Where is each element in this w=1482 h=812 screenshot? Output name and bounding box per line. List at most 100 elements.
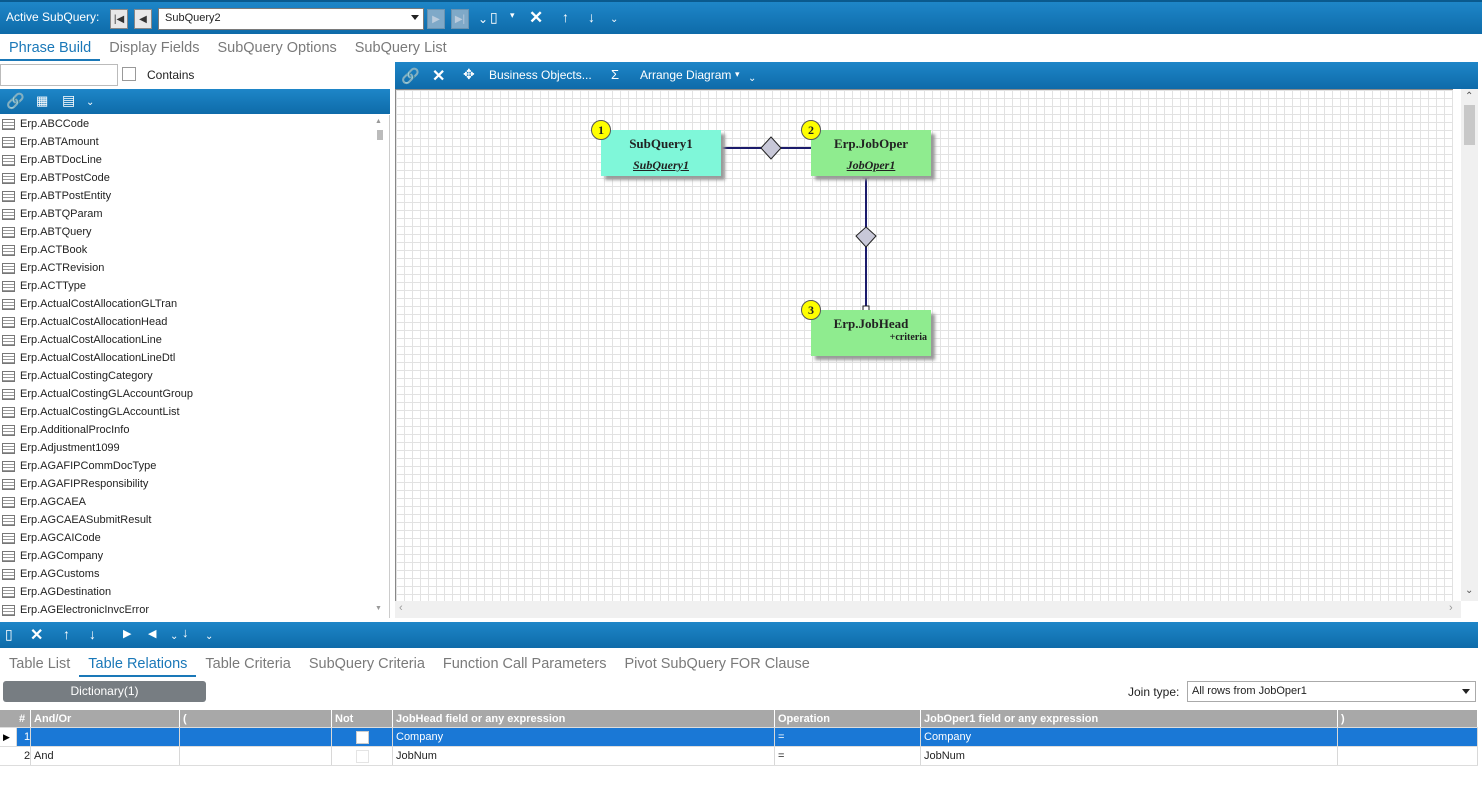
tab-table-criteria[interactable]: Table Criteria xyxy=(205,656,291,672)
col-header-andor[interactable]: And/Or xyxy=(31,710,180,727)
tab-table-list[interactable]: Table List xyxy=(9,656,71,672)
list-item[interactable]: Erp.ABTQParam xyxy=(0,205,389,223)
cell-operation[interactable]: = xyxy=(775,747,921,765)
tab-subquery-list[interactable]: SubQuery List xyxy=(354,40,447,56)
arrange-diagram-button[interactable]: Arrange Diagram xyxy=(640,68,732,82)
table-view-icon[interactable]: ▦ xyxy=(36,93,49,108)
cell-close-paren[interactable] xyxy=(1338,747,1478,765)
new-dropdown-icon[interactable]: ▾ xyxy=(510,10,515,20)
scroll-left-icon[interactable]: ‹ xyxy=(399,602,403,614)
col-header-left-field[interactable]: JobHead field or any expression xyxy=(393,710,775,727)
list-item[interactable]: Erp.ActualCostAllocationLineDtl xyxy=(0,349,389,367)
hierarchy-icon[interactable]: ✥ xyxy=(463,66,475,82)
not-checkbox[interactable] xyxy=(356,750,369,763)
tab-subquery-options[interactable]: SubQuery Options xyxy=(217,40,337,56)
not-checkbox[interactable] xyxy=(356,731,369,744)
tab-subquery-criteria[interactable]: SubQuery Criteria xyxy=(308,656,425,672)
list-item[interactable]: Erp.ActualCostAllocationLine xyxy=(0,331,389,349)
col-header-operation[interactable]: Operation xyxy=(775,710,921,727)
active-subquery-select[interactable]: SubQuery2 xyxy=(158,8,424,30)
calculator-icon[interactable]: ▤ xyxy=(62,92,76,108)
scroll-up-icon[interactable]: ⌃ xyxy=(1465,91,1474,102)
tab-display-fields[interactable]: Display Fields xyxy=(109,40,200,56)
tab-pivot-subquery-for-clause[interactable]: Pivot SubQuery FOR Clause xyxy=(624,656,810,672)
list-item[interactable]: Erp.AGElectronicInvcError xyxy=(0,601,389,618)
outdent-icon[interactable]: ◀ xyxy=(148,628,157,640)
last-subquery-button[interactable]: ▶| xyxy=(451,9,469,29)
scroll-thumb[interactable] xyxy=(1464,105,1475,145)
delete-subquery-icon[interactable]: ✕ xyxy=(529,8,544,27)
tab-function-call-parameters[interactable]: Function Call Parameters xyxy=(442,656,607,672)
diagram-node-subquery1[interactable]: SubQuery1 SubQuery1 xyxy=(601,130,721,176)
list-item[interactable]: Erp.ACTBook xyxy=(0,241,389,259)
cell-not[interactable] xyxy=(332,747,393,765)
more-options-icon[interactable]: ⌄ xyxy=(748,73,757,84)
cell-left-field[interactable]: JobNum xyxy=(393,747,775,765)
contains-checkbox[interactable] xyxy=(122,67,136,81)
business-objects-button[interactable]: Business Objects... xyxy=(489,68,592,82)
delete-icon[interactable]: ✕ xyxy=(30,627,44,644)
list-item[interactable]: Erp.AGCustoms xyxy=(0,565,389,583)
list-item[interactable]: Erp.ActualCostingGLAccountList xyxy=(0,403,389,421)
link-icon[interactable]: 🔗 xyxy=(401,68,420,85)
cell-andor[interactable] xyxy=(31,728,180,746)
list-item[interactable]: Erp.ABTPostEntity xyxy=(0,187,389,205)
scroll-up-icon[interactable]: ▲ xyxy=(375,118,382,125)
move-down-icon[interactable]: ↓ xyxy=(588,9,595,25)
list-item[interactable]: Erp.ActualCostAllocationHead xyxy=(0,313,389,331)
list-item[interactable]: Erp.ActualCostingGLAccountGroup xyxy=(0,385,389,403)
join-diamond-2-3[interactable] xyxy=(855,226,877,248)
col-header-not[interactable]: Not xyxy=(332,710,393,727)
list-item[interactable]: Erp.ABTAmount xyxy=(0,133,389,151)
list-item[interactable]: Erp.AGCAEASubmitResult xyxy=(0,511,389,529)
delete-icon[interactable]: ✕ xyxy=(432,68,446,85)
scroll-thumb[interactable] xyxy=(377,130,383,140)
list-item[interactable]: Erp.AGDestination xyxy=(0,583,389,601)
dropdown-icon[interactable]: ▾ xyxy=(735,69,740,79)
diagram-canvas[interactable]: SubQuery1 SubQuery1 1 Erp.JobOper JobOpe… xyxy=(395,89,1453,601)
link-icon[interactable]: 🔗 xyxy=(6,93,25,110)
scroll-down-icon[interactable]: ▼ xyxy=(375,605,382,612)
next-subquery-button[interactable]: ▶ xyxy=(427,9,445,29)
list-item[interactable]: Erp.AGCAICode xyxy=(0,529,389,547)
list-item[interactable]: Erp.ABTPostCode xyxy=(0,169,389,187)
join-diamond-1-2[interactable] xyxy=(760,136,782,160)
cell-left-field[interactable]: Company xyxy=(393,728,775,746)
join-type-select[interactable]: All rows from JobOper1 xyxy=(1187,681,1476,702)
scroll-right-icon[interactable]: › xyxy=(1449,602,1453,614)
cell-open-paren[interactable] xyxy=(180,728,332,746)
dropdown-icon[interactable]: ⌄ xyxy=(170,631,179,642)
diagram-horizontal-scrollbar[interactable]: ‹ › xyxy=(395,601,1461,618)
cell-andor[interactable]: And xyxy=(31,747,180,765)
cell-right-field[interactable]: JobNum xyxy=(921,747,1338,765)
list-item[interactable]: Erp.AGAFIPCommDocType xyxy=(0,457,389,475)
more-options-icon[interactable]: ⌄ xyxy=(610,14,619,25)
first-subquery-button[interactable]: |◀ xyxy=(110,9,128,29)
list-item[interactable]: Erp.ActualCostAllocationGLTran xyxy=(0,295,389,313)
more-options-icon[interactable]: ⌄ xyxy=(205,631,214,642)
sigma-icon[interactable]: Σ xyxy=(611,67,620,82)
table-row[interactable]: ▶ 1 Company = Company xyxy=(0,728,1478,747)
list-item[interactable]: Erp.ACTType xyxy=(0,277,389,295)
move-up-icon[interactable]: ↑ xyxy=(562,9,569,25)
table-list-scrollbar[interactable]: ▲ ▼ xyxy=(373,118,387,618)
indent-icon[interactable]: ▶ xyxy=(123,628,132,640)
diagram-vertical-scrollbar[interactable]: ⌃ ⌄ xyxy=(1461,89,1478,601)
list-item[interactable]: Erp.ABTDocLine xyxy=(0,151,389,169)
list-item[interactable]: Erp.AGCAEA xyxy=(0,493,389,511)
list-item[interactable]: Erp.AGAFIPResponsibility xyxy=(0,475,389,493)
diagram-node-jobhead[interactable]: Erp.JobHead +criteria xyxy=(811,310,931,356)
list-item[interactable]: Erp.AdditionalProcInfo xyxy=(0,421,389,439)
col-header-close-paren[interactable]: ) xyxy=(1338,710,1478,727)
dictionary-button[interactable]: Dictionary(1) xyxy=(3,681,206,702)
cell-operation[interactable]: = xyxy=(775,728,921,746)
col-header-open-paren[interactable]: ( xyxy=(180,710,332,727)
move-up-icon[interactable]: ↑ xyxy=(63,626,70,642)
new-subquery-icon[interactable]: ▯ xyxy=(490,9,498,25)
move-down-icon[interactable]: ↓ xyxy=(89,626,96,642)
table-search-input[interactable] xyxy=(0,64,118,86)
sort-az-icon[interactable]: ↓ xyxy=(182,625,189,640)
cell-close-paren[interactable] xyxy=(1338,728,1478,746)
cell-right-field[interactable]: Company xyxy=(921,728,1338,746)
tab-table-relations[interactable]: Table Relations xyxy=(79,653,197,677)
